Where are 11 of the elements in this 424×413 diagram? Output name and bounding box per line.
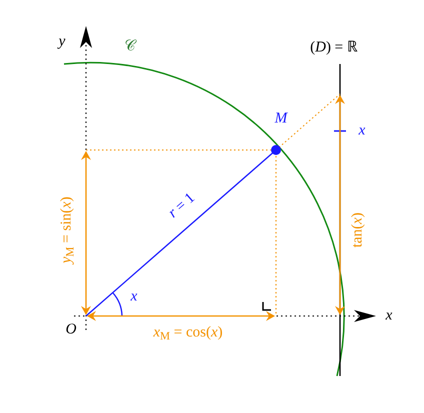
point-label: M [274,112,288,126]
curve-label: 𝒞 [124,40,136,54]
origin-label: O [66,322,76,338]
tick-label: x [358,124,366,138]
line-label: (D) = ℝ [310,40,358,56]
axis-label: y [58,34,66,50]
measure-label: x$_{M}$ = cos(x) [153,326,223,340]
angle-label: x [130,290,138,304]
measure-label: tan(x) [350,212,366,248]
radius-label: r = 1 [166,190,198,222]
axis-label: x [386,308,392,324]
